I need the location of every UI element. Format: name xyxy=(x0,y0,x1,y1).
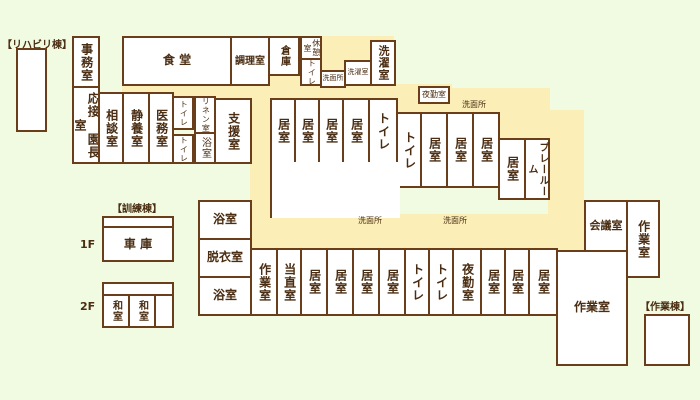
washitsu-1-label: 和室 xyxy=(110,300,122,322)
senmenjo-low2-label: 洗面所 xyxy=(443,215,467,225)
playroom-room xyxy=(524,138,550,200)
washitsu-2-label: 和室 xyxy=(136,300,148,322)
corridor xyxy=(250,100,272,250)
toilet-e-room xyxy=(404,248,430,316)
kyoshitsu-4-label: 居室 xyxy=(349,118,364,144)
tochokushitsu-label: 当直室 xyxy=(282,262,297,302)
toilet-c-label: トイレ xyxy=(376,111,391,151)
shienshitsu-room xyxy=(214,98,252,164)
sagyoshitsu-right-label: 作業室 xyxy=(636,219,651,259)
soko-room xyxy=(268,36,300,76)
imushitsu-room xyxy=(148,92,174,164)
playroom-label: プレールーム xyxy=(526,141,548,197)
sagyoshitsu-right-room xyxy=(626,200,660,278)
osetsu-enchoshitsu-label: 応接 園長室 xyxy=(73,91,101,159)
kyoshitsu-9-label: 居室 xyxy=(307,269,322,295)
washitsu-1-room xyxy=(102,294,130,328)
yakinshitsu-2-label: 夜勤室 xyxy=(460,262,475,302)
toilet-f-label: トイレ xyxy=(434,262,449,302)
floor-1f-label: 1F xyxy=(80,238,96,251)
yakinshitsu-label: 夜勤室 xyxy=(422,89,446,99)
sagyoshitsu-small-label: 作業室 xyxy=(257,262,272,302)
kyoshitsu-6-label: 居室 xyxy=(453,137,468,163)
jimushitsu-label: 事務室 xyxy=(79,42,94,82)
yokushitsu-2-label: 浴室 xyxy=(212,288,237,303)
kyoshitsu-13-label: 居室 xyxy=(486,269,501,295)
kyoshitsu-12-label: 居室 xyxy=(385,269,400,295)
toilet-d-label: トイレ xyxy=(402,130,417,170)
toilet-b-label: トイレ xyxy=(179,135,189,163)
training-building-label: 【訓練棟】 xyxy=(112,204,162,215)
washitsu-2-room xyxy=(128,294,156,328)
senmenjo-low1-label: 洗面所 xyxy=(358,215,382,225)
kyoshitsu-3-room xyxy=(318,98,344,164)
kyukeishitsu-label: 休憩室 xyxy=(303,39,321,57)
sagyoshitsu-big-room xyxy=(556,250,628,366)
shako-label: 車 庫 xyxy=(123,237,153,252)
corridor xyxy=(498,110,550,140)
shokudo-room xyxy=(122,36,232,86)
rehab-building xyxy=(16,48,47,132)
floor-2f-label: 2F xyxy=(80,300,96,313)
sentakushitsu-small-room xyxy=(344,60,372,86)
corridor xyxy=(250,214,586,250)
shienshitsu-label: 支援室 xyxy=(226,111,241,151)
kyoshitsu-4-room xyxy=(342,98,370,164)
soko-label: 倉庫 xyxy=(278,45,290,67)
toilet-c-room xyxy=(368,98,398,164)
toilet-b-room xyxy=(172,134,194,164)
sentakushitsu-room xyxy=(370,40,396,86)
work-building xyxy=(644,314,690,366)
kyoshitsu-1-label: 居室 xyxy=(276,118,291,144)
kyoshitsu-5-room xyxy=(420,112,448,188)
toilet-a-label: トイレ xyxy=(179,99,189,127)
kyoshitsu-3-label: 居室 xyxy=(324,118,339,144)
seiyoshitsu-label: 静養室 xyxy=(129,108,144,148)
yakinshitsu-room xyxy=(418,86,450,104)
kyoshitsu-10-label: 居室 xyxy=(333,269,348,295)
toilet-a-room xyxy=(172,96,194,130)
kyoshitsu-11-label: 居室 xyxy=(359,269,374,295)
work-building-label: 【作業棟】 xyxy=(640,302,690,313)
rehab-building-label: 【リハビリ棟】 xyxy=(2,40,72,51)
kyoshitsu-14-label: 居室 xyxy=(510,269,525,295)
kyoshitsu-5-label: 居室 xyxy=(427,137,442,163)
toilet-top-label: トイレ xyxy=(307,58,317,86)
sodanshitsu-label: 相談室 xyxy=(104,108,119,148)
kyoshitsu-8-label: 居室 xyxy=(505,156,520,182)
linenshitsu-label: リネン室 xyxy=(201,97,211,133)
sentakushitsu-small-label: 洗濯室 xyxy=(347,68,369,77)
imushitsu-label: 医務室 xyxy=(154,108,169,148)
choriishitsu-label: 調理室 xyxy=(235,55,265,67)
kyoshitsu-7-label: 居室 xyxy=(479,137,494,163)
sagyoshitsu-big-label: 作業室 xyxy=(573,300,610,315)
shokudo-label: 食 堂 xyxy=(162,53,192,68)
sentakushitsu-label: 洗濯室 xyxy=(377,45,391,81)
seiyoshitsu-room xyxy=(122,92,150,164)
senmenjo-mid-label: 洗面所 xyxy=(462,99,486,109)
kaigishitsu-label: 会議室 xyxy=(589,218,623,232)
kyoshitsu-9-room xyxy=(300,248,328,316)
kyoshitsu-13-room xyxy=(480,248,506,316)
courtyard xyxy=(270,162,400,218)
training-1f-strip xyxy=(102,216,174,228)
kyoshitsu-15-label: 居室 xyxy=(536,269,551,295)
datsuishitsu-label: 脱衣室 xyxy=(206,250,243,265)
senmenjo-top-label: 洗面所 xyxy=(322,74,344,83)
toilet-f-room xyxy=(428,248,454,316)
yokushitsu-1-label: 浴室 xyxy=(212,212,237,227)
kyoshitsu-2-label: 居室 xyxy=(300,118,315,144)
kyoshitsu-10-room xyxy=(326,248,354,316)
yokushitsu-small-label: 浴室 xyxy=(199,137,211,159)
toilet-e-label: トイレ xyxy=(410,262,425,302)
